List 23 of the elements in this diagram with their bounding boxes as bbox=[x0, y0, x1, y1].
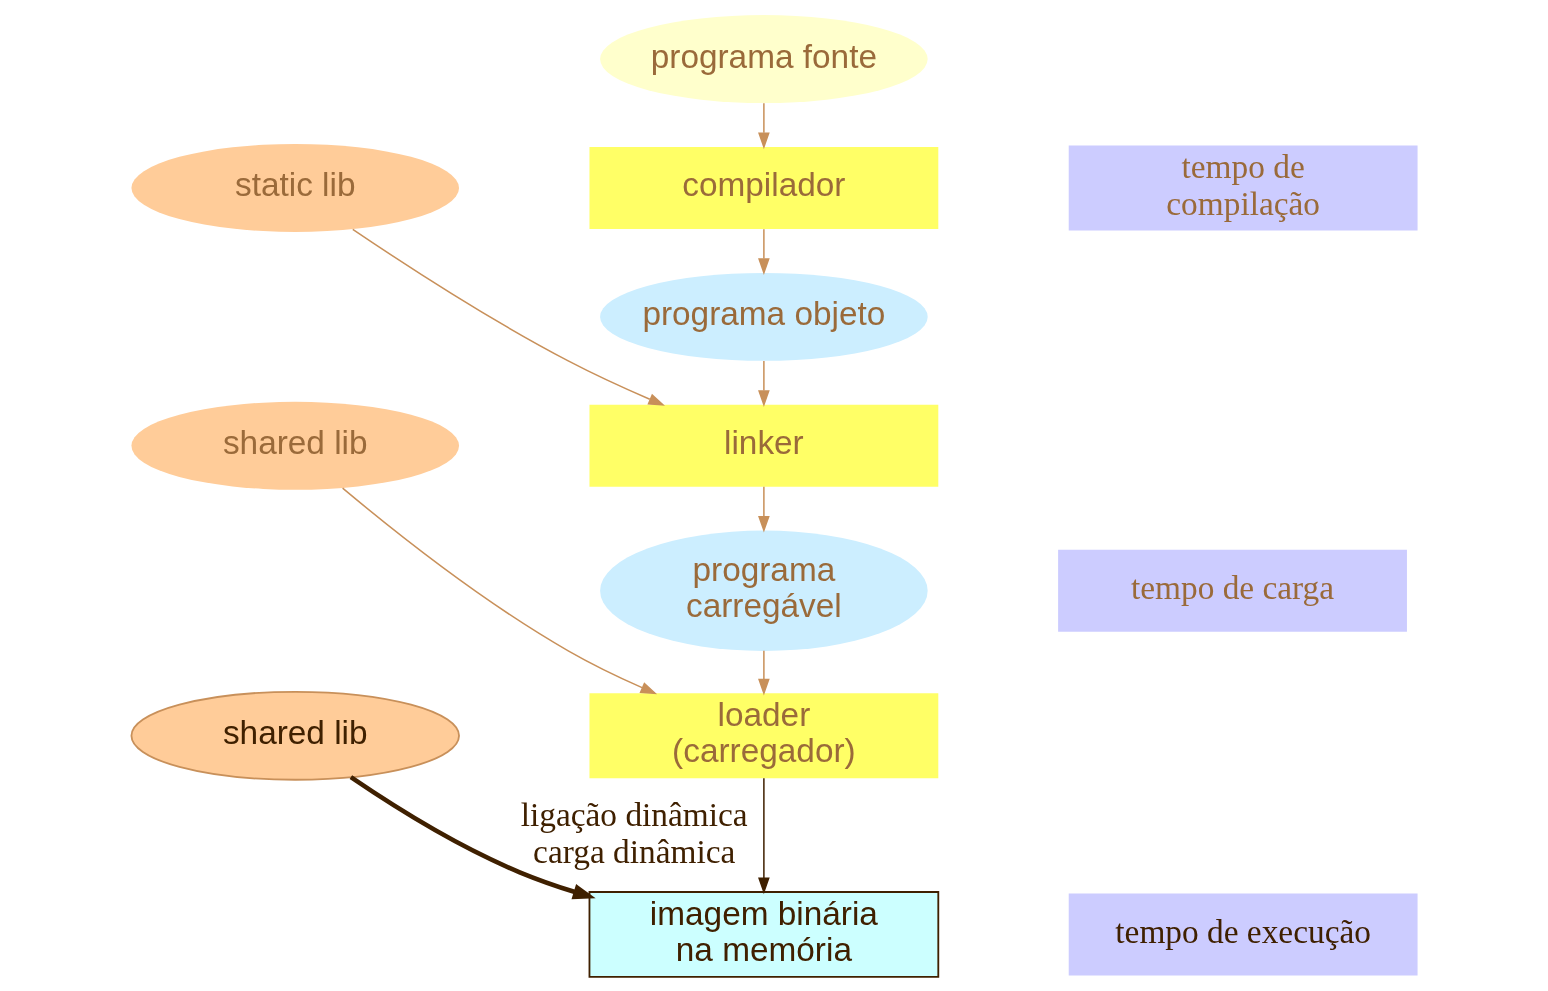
edge-label: ligação dinâmica carga dinâmica bbox=[520, 795, 748, 870]
arrow bbox=[757, 777, 770, 894]
node-ellipse: programa fonte bbox=[599, 14, 928, 103]
node-box: imagem binária na memória bbox=[588, 890, 939, 978]
arrow bbox=[341, 486, 657, 694]
node-box: linker bbox=[588, 404, 938, 487]
node-ellipse: shared lib bbox=[130, 401, 459, 490]
arrow bbox=[757, 101, 770, 149]
node-box: loader (carregador) bbox=[588, 692, 938, 778]
node-ellipse: programa carregável bbox=[599, 530, 928, 651]
node-box: tempo de compilação bbox=[1068, 145, 1418, 230]
arrow bbox=[757, 649, 770, 695]
node-box: tempo de carga bbox=[1057, 549, 1407, 632]
node-box: compilador bbox=[588, 146, 938, 229]
node-ellipse: programa objeto bbox=[599, 272, 928, 361]
node-ellipse: static lib bbox=[130, 143, 459, 232]
node-ellipse: shared lib bbox=[130, 690, 460, 781]
arrow bbox=[757, 485, 770, 533]
arrow bbox=[351, 228, 665, 406]
arrow bbox=[757, 359, 770, 407]
node-box: tempo de execução bbox=[1068, 893, 1418, 975]
arrow bbox=[757, 228, 770, 275]
arrow bbox=[349, 774, 596, 899]
